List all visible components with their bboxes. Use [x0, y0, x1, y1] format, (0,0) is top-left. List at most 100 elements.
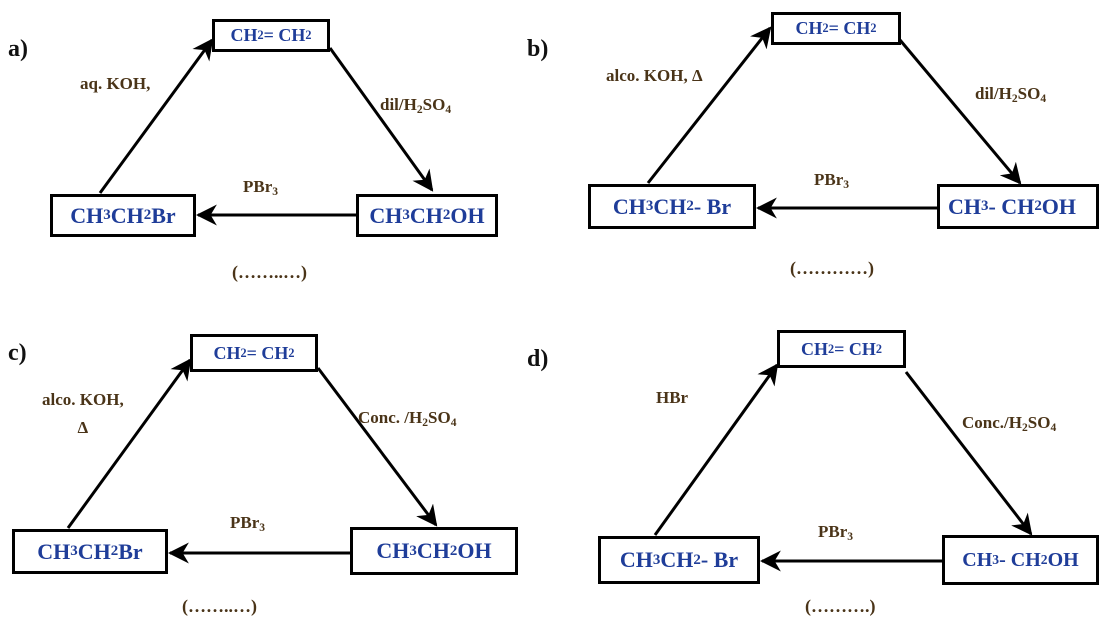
formula-part: OH [450, 202, 485, 228]
arrow-b-left [646, 26, 772, 184]
reagent-text: Δ [77, 418, 89, 437]
panel-a-reagent-bottom: PBr3 [243, 177, 278, 198]
formula-part: CH [660, 547, 694, 572]
formula-sub: 2 [1034, 198, 1042, 214]
formula-sub: 3 [103, 207, 111, 223]
formula-part: CH [70, 202, 104, 228]
reagent-text: SO [422, 95, 446, 114]
formula-part: CH [77, 538, 111, 564]
formula-sub: 2 [1040, 552, 1048, 567]
formula-part: = CH [246, 342, 289, 363]
panel-d-reagent-left: HBr [656, 388, 688, 408]
panel-b-reagent-bottom: PBr3 [814, 170, 849, 191]
panel-c-answer-blank: (……..…) [182, 596, 257, 616]
reagent-text: PBr [230, 513, 260, 532]
formula-sub: 2 [257, 28, 264, 42]
formula-sub: 3 [70, 543, 78, 559]
reagent-sub: 4 [1050, 420, 1057, 434]
panel-b-label: b) [527, 36, 549, 62]
reagent-text: alco. KOH, Δ [606, 66, 703, 85]
formula-part: CH [800, 338, 828, 359]
formula-part: OH [1041, 193, 1077, 219]
arrow-c-right [316, 367, 438, 527]
formula-sub: 2 [305, 28, 312, 42]
formula-part: CH [962, 548, 993, 571]
formula-part: = CH [828, 18, 871, 38]
panel-d-answer-blank: (……….) [805, 596, 876, 616]
formula-part: - Br [700, 547, 739, 572]
formula-part: - CH [988, 193, 1035, 219]
formula-sub: 2 [110, 543, 119, 559]
formula-sub: 2 [288, 345, 295, 360]
panel-d-label: d) [527, 346, 549, 372]
reagent-text: dil/H [975, 84, 1012, 103]
reagent-text: Conc. /H [358, 408, 423, 427]
arrow-d-right [904, 371, 1033, 536]
panel-a-label: a) [8, 36, 28, 62]
reagent-text: PBr [243, 177, 273, 196]
formula-part: - Br [693, 193, 732, 219]
panel-c-reagent-bottom: PBr3 [230, 513, 265, 534]
reagent-text: PBr [814, 170, 844, 189]
formula-part: CH [409, 202, 443, 228]
panel-b-answer-blank: (…………) [790, 258, 874, 278]
formula-sub: 3 [402, 207, 410, 223]
formula-sub: 3 [409, 542, 417, 559]
formula-part: CH [369, 202, 403, 228]
formula-sub: 2 [240, 345, 247, 360]
formula-part: CH [37, 538, 71, 564]
formula-sub: 3 [645, 198, 654, 214]
reagent-sub: 2 [1011, 91, 1018, 105]
reagent-sub: 2 [422, 415, 429, 429]
formula-sub: 2 [693, 551, 701, 568]
arrow-d-left [653, 363, 779, 536]
formula-sub: 2 [686, 198, 694, 214]
reagent-sub: 4 [445, 102, 452, 116]
formula-part: CH [416, 538, 450, 563]
reagent-sub: 3 [259, 520, 266, 534]
panel-c-label: c) [8, 340, 27, 366]
formula-part: CH [612, 193, 646, 219]
panel-a-answer-blank: (……..…) [232, 262, 307, 282]
reagent-sub: 2 [416, 102, 423, 116]
formula-sub: 2 [827, 341, 835, 356]
arrow-a-right [328, 47, 434, 192]
formula-part: = CH [263, 25, 306, 45]
panel-a-reagent-left: aq. KOH, [80, 74, 150, 94]
formula-part: = CH [834, 338, 876, 359]
reagent-text: SO [1027, 413, 1051, 432]
reagent-sub: 3 [272, 184, 279, 198]
arrow-c-left [66, 358, 192, 529]
reagent-sub: 3 [847, 529, 854, 543]
formula-part: Br [118, 538, 143, 564]
formula-sub: 2 [449, 542, 458, 559]
reagent-text: dil/H [380, 95, 417, 114]
formula-part: - CH [999, 548, 1041, 571]
panel-c-reagent-left: alco. KOH, Δ [42, 386, 124, 442]
panel-c-reagent-right: Conc. /H2SO4 [358, 408, 456, 429]
arrow-b-right [898, 39, 1022, 185]
reagent-text: Conc./H [962, 413, 1022, 432]
reagent-text: aq. KOH, [80, 74, 151, 93]
formula-part: CH [653, 193, 687, 219]
reagent-sub: 4 [450, 415, 457, 429]
reagent-text: HBr [656, 388, 689, 407]
formula-part: CH [795, 18, 823, 38]
panel-d-reagent-bottom: PBr3 [818, 522, 853, 543]
panel-a-reagent-right: dil/H2SO4 [380, 95, 451, 116]
formula-sub: 2 [442, 207, 451, 223]
reagent-text: alco. KOH, [42, 390, 124, 409]
formula-sub: 2 [143, 207, 152, 223]
reagent-sub: 2 [1021, 420, 1028, 434]
